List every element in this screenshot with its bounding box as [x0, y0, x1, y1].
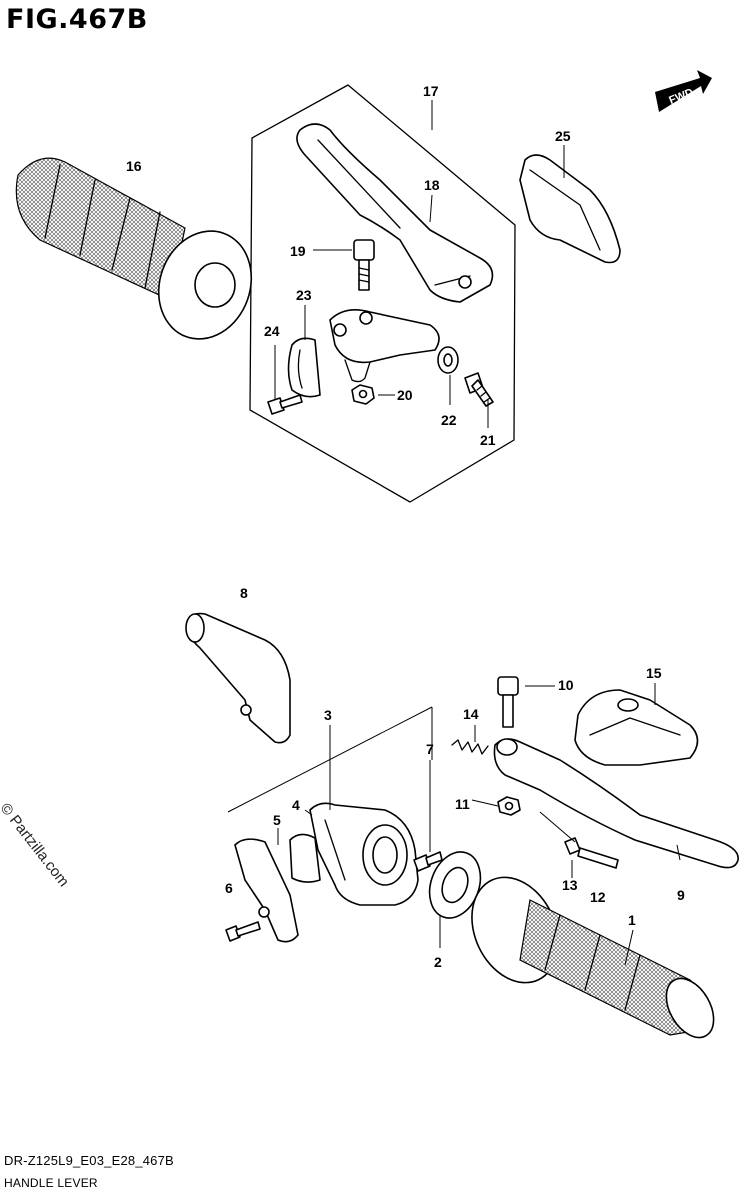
callout-13: 13 [562, 877, 578, 893]
grip-right [471, 876, 715, 1039]
callout-24: 24 [264, 323, 280, 339]
nut-11 [497, 796, 521, 816]
fwd-arrow-icon: FWD [655, 70, 712, 112]
bolt-10 [497, 676, 519, 728]
callout-2: 2 [434, 954, 442, 970]
callout-22: 22 [441, 412, 457, 428]
callout-11: 11 [455, 796, 470, 812]
brake-lever [493, 738, 739, 869]
callout-25: 25 [555, 128, 571, 144]
callout-14: 14 [463, 706, 479, 722]
screw-6 [225, 921, 261, 942]
callout-1: 1 [628, 912, 636, 928]
lever-holder [329, 309, 440, 383]
callout-16: 16 [126, 158, 142, 174]
callout-20: 20 [397, 387, 413, 403]
lever-cover-25 [519, 154, 621, 264]
callouts: 1 2 3 4 5 6 7 8 9 10 11 12 13 14 15 16 1… [126, 83, 685, 970]
assembly-box-17 [249, 84, 516, 503]
model-code: DR-Z125L9_E03_E28_467B [4, 1153, 174, 1168]
cover-plate-5 [234, 838, 299, 943]
bolt-21 [464, 372, 494, 407]
callout-9: 9 [677, 887, 685, 903]
callout-7: 7 [426, 741, 434, 757]
clutch-lever [296, 123, 494, 303]
pivot-bolt [353, 239, 375, 291]
figure-name: HANDLE LEVER [4, 1176, 98, 1190]
callout-23: 23 [296, 287, 312, 303]
callout-18: 18 [424, 177, 440, 193]
callout-15: 15 [646, 665, 662, 681]
leader-lines [274, 100, 681, 966]
lever-cover-15 [574, 689, 699, 766]
washer-22 [437, 346, 459, 374]
callout-4: 4 [292, 797, 300, 813]
callout-8: 8 [240, 585, 248, 601]
screw-7 [413, 851, 443, 872]
grip-left [15, 157, 253, 340]
clamp-23 [287, 337, 321, 398]
throttle-housing [309, 802, 419, 906]
screw-24 [267, 394, 303, 415]
bolt-12 [564, 837, 619, 869]
callout-12: 12 [590, 889, 606, 905]
callout-21: 21 [480, 432, 496, 448]
figure-title: FIG.467B [6, 4, 148, 35]
throttle-tube-8 [185, 612, 291, 744]
housing-insert [289, 833, 321, 883]
callout-19: 19 [290, 243, 306, 259]
callout-5: 5 [273, 812, 281, 828]
callout-17: 17 [423, 83, 439, 99]
callout-10: 10 [558, 677, 574, 693]
spring-14 [451, 739, 489, 755]
callout-6: 6 [225, 880, 233, 896]
nut-20 [351, 384, 375, 405]
callout-3: 3 [324, 707, 332, 723]
